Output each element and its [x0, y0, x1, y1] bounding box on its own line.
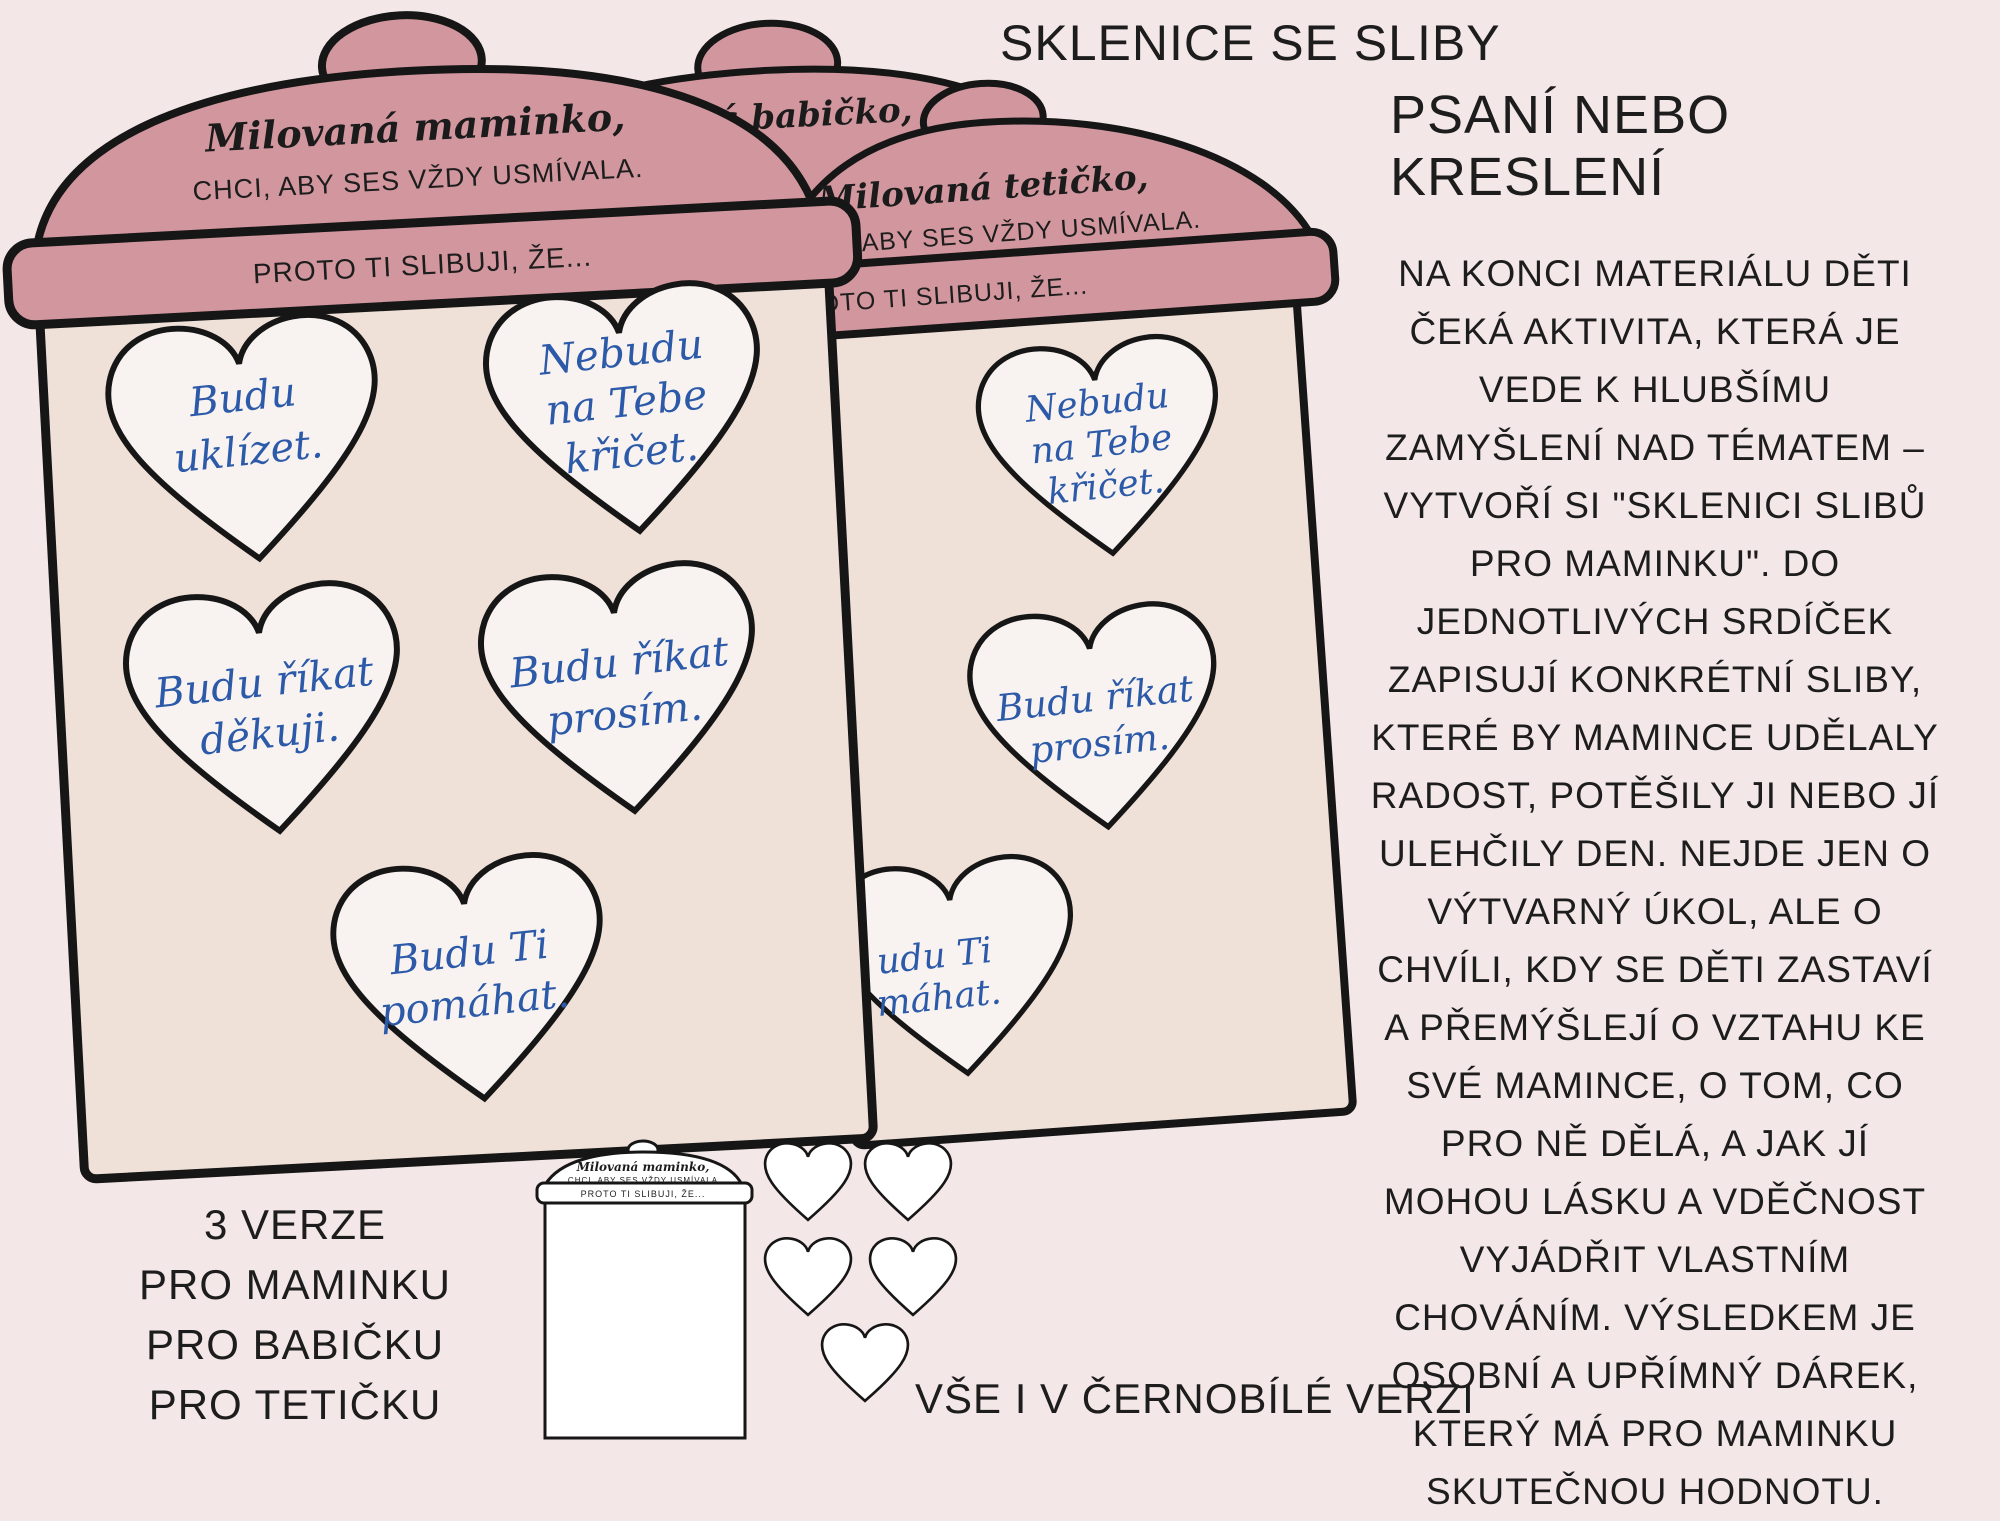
bw-heart-icon: [763, 1142, 853, 1222]
thumbnail-band: PROTO TI SLIBUJI, ŽE...: [581, 1189, 706, 1199]
jar-front-band: [2, 196, 863, 330]
jar-back-lid: [769, 117, 1319, 279]
thumbnail-title: Milovaná maminko,: [576, 1160, 710, 1174]
jar-front-heart: Budu říkat prosím.: [474, 556, 769, 825]
bw-heart-icon: [763, 1237, 853, 1317]
thumbnail-subtitle: CHCI, ABY SES VŽDY USMÍVALA: [568, 1176, 718, 1185]
versions-list: 3 VERZE PRO MAMINKU PRO BABIČKU PRO TETI…: [120, 1195, 470, 1435]
jar-back-heart: udu Ti máhat.: [828, 851, 1087, 1086]
bw-heart-icon: [863, 1142, 953, 1222]
jar-front-lid: [31, 65, 821, 255]
jar-back-heart: Budu říkat prosím.: [964, 598, 1230, 840]
bw-note: VŠE I V ČERNOBÍLÉ VERZI: [915, 1375, 1475, 1422]
description: NA KONCI MATERIÁLU DĚTI ČEKÁ AKTIVITA, K…: [1370, 253, 1940, 1512]
bw-thumbnail-jar: Milovaná maminko, CHCI, ABY SES VŽDY USM…: [535, 1139, 754, 1440]
jar-front-heart: Budu Ti pomáhat.: [327, 848, 618, 1112]
illustration: ovaná babičko, Milovaná tetičko, ABY SES…: [2, 11, 1357, 1440]
title-line1: SKLENICE SE SLIBY: [1000, 15, 1501, 71]
bw-heart-icon: [868, 1237, 958, 1317]
jar-back-heart: Nebudu na Tebe křičet.: [973, 331, 1232, 566]
jar-front-heart: Budu říkat děkuji.: [119, 576, 414, 845]
versions-count: 3 VERZE: [203, 1201, 387, 1248]
heart-text: Budu: [186, 369, 298, 426]
jar-front-heart: Budu uklízet.: [102, 308, 393, 572]
version-item: PRO TETIČKU: [148, 1381, 442, 1428]
jar-front-heart: Nebudu na Tebe křičet.: [479, 276, 774, 545]
version-item: PRO BABIČKU: [145, 1321, 445, 1368]
version-item: PRO MAMINKU: [138, 1261, 451, 1308]
bw-heart-icon: [820, 1323, 910, 1403]
title-line2: PSANÍ NEBO KRESLENÍ: [1390, 85, 1731, 207]
